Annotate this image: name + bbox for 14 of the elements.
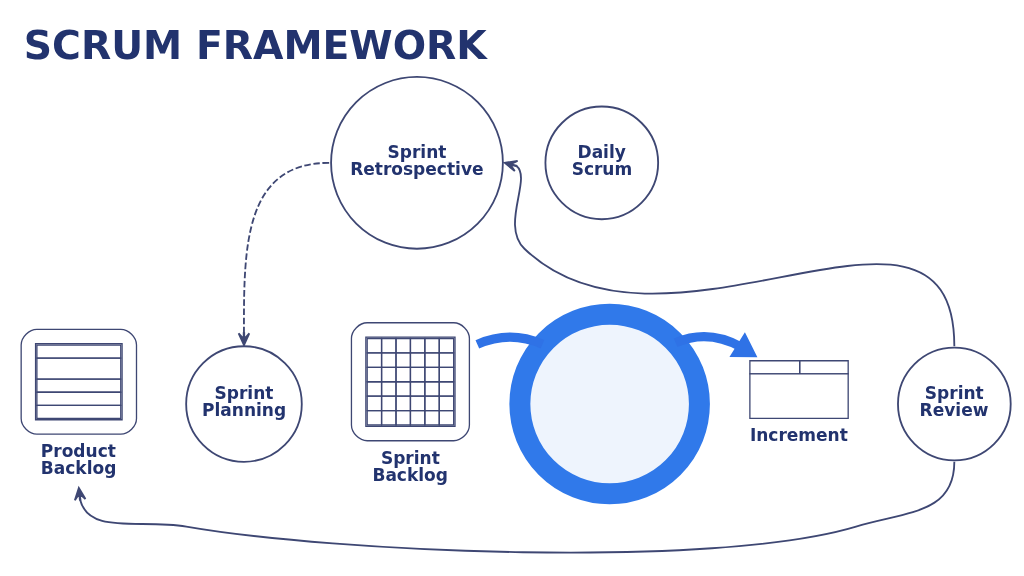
arrow	[73, 460, 956, 554]
node-label: Increment	[749, 425, 848, 446]
node-circle: Sprint Retrospective	[330, 76, 504, 250]
node-circle	[509, 303, 710, 505]
arrow	[237, 161, 331, 346]
node-circle: Sprint Review	[897, 346, 1012, 462]
node-circle: Sprint Planning	[185, 345, 303, 463]
node-circle: Daily Scrum	[544, 105, 660, 221]
arrow	[673, 332, 758, 358]
connector	[475, 332, 545, 349]
node-label: Product Backlog	[40, 440, 117, 479]
diagram-title: SCRUM FRAMEWORK	[23, 22, 487, 68]
arrow	[503, 159, 956, 348]
node-label: Sprint Backlog	[372, 447, 448, 485]
